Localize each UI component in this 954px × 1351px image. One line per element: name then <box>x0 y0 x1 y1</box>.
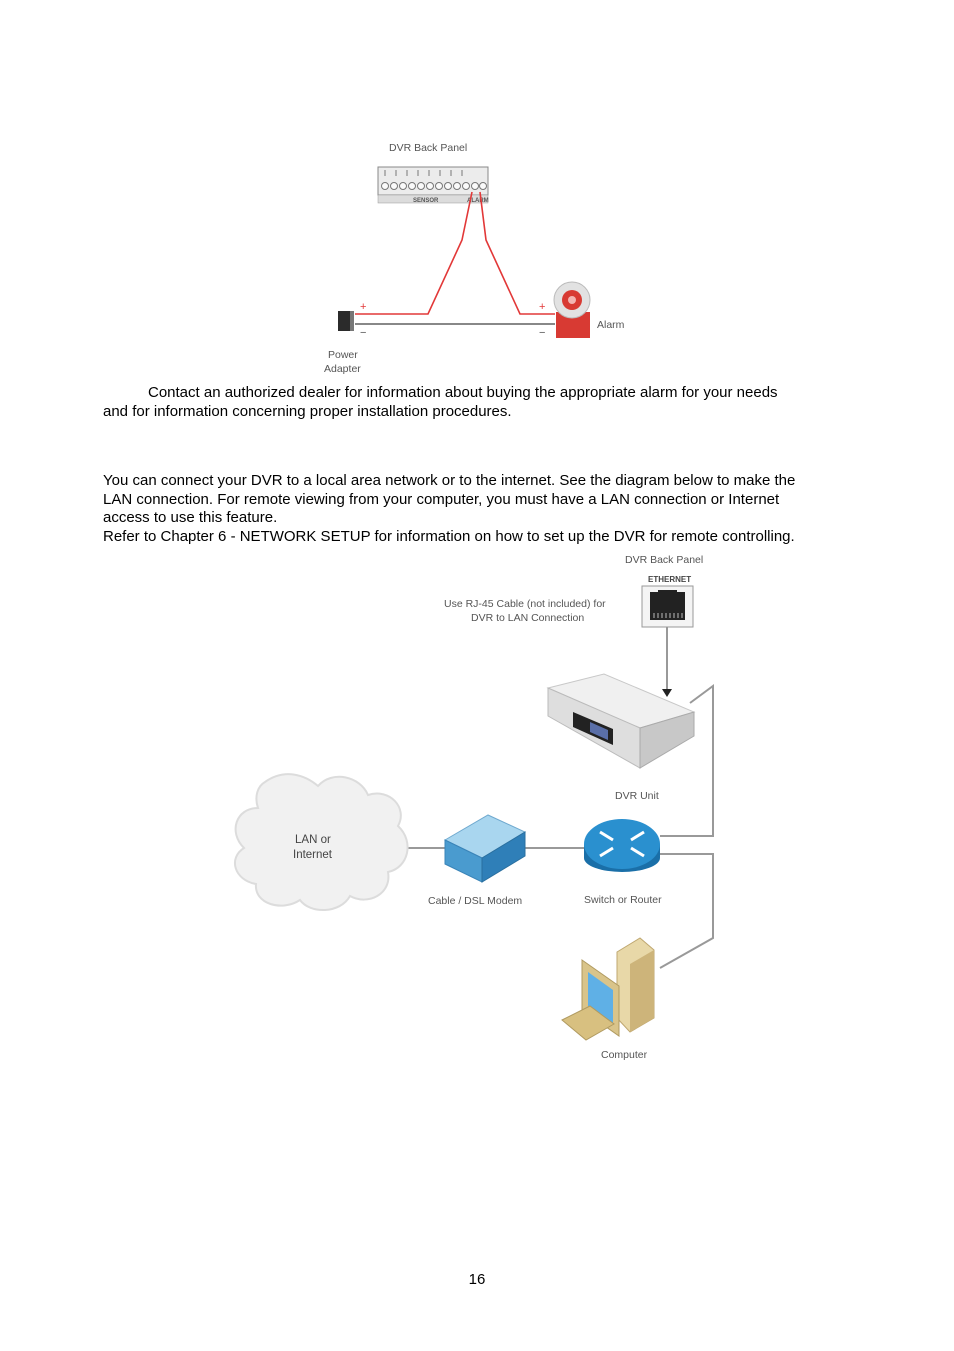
computer-icon <box>561 937 655 1041</box>
cloud-label-line2: Internet <box>293 849 333 861</box>
internet-cloud-icon <box>234 773 409 912</box>
paragraph-line: and for information concerning proper in… <box>103 402 512 420</box>
network-connection-diagram: DVR Back Panel ETHERNET Use RJ-45 Cable … <box>234 554 714 1061</box>
cloud-label-line1: LAN or <box>295 834 331 846</box>
dvr-unit-icon <box>546 673 696 769</box>
power-adapter-icon <box>338 311 354 331</box>
dvr-back-panel-terminal: SENSOR ALARM <box>377 166 489 204</box>
paragraph-line: Refer to Chapter 6 - NETWORK SETUP for i… <box>103 527 795 545</box>
alarm-dealer-paragraph: Contact an authorized dealer for informa… <box>103 384 863 421</box>
alarm-minus-sign: − <box>539 327 545 339</box>
network-back-panel-label: DVR Back Panel <box>625 554 703 566</box>
modem-label: Cable / DSL Modem <box>428 895 522 907</box>
modem-icon <box>443 814 527 883</box>
dvr-unit-label: DVR Unit <box>615 790 659 802</box>
alarm-wiring-diagram: DVR Back Panel SENSOR ALARM + − + − <box>324 142 625 375</box>
paragraph-line: Contact an authorized dealer for informa… <box>148 384 778 401</box>
router-icon <box>584 819 660 872</box>
paragraph-line: access to use this feature. <box>103 509 278 526</box>
power-minus-sign: − <box>360 327 366 339</box>
sensor-port-label: SENSOR <box>413 198 439 204</box>
cable-arrow-icon <box>662 689 672 697</box>
paragraph-line: You can connect your DVR to a local area… <box>103 472 796 489</box>
alarm-plus-sign: + <box>539 301 545 313</box>
alarm-wires <box>355 191 555 315</box>
alarm-port-label: ALARM <box>467 198 489 204</box>
paragraph-line: LAN connection. For remote viewing from … <box>103 490 780 508</box>
alarm-siren-icon <box>553 281 591 338</box>
power-plus-sign: + <box>360 301 366 313</box>
ethernet-label: ETHERNET <box>648 575 691 584</box>
power-adapter-label-line1: Power <box>328 349 358 361</box>
alarm-device-label: Alarm <box>597 319 625 331</box>
lan-connection-paragraph: You can connect your DVR to a local area… <box>103 472 863 546</box>
alarm-back-panel-label: DVR Back Panel <box>389 142 467 154</box>
power-adapter-label-line2: Adapter <box>324 363 361 375</box>
ethernet-port-icon <box>641 585 694 628</box>
computer-label: Computer <box>601 1049 648 1061</box>
network-cables <box>388 627 714 969</box>
page-number: 16 <box>468 1271 486 1288</box>
cable-note-line2: DVR to LAN Connection <box>471 612 584 624</box>
cable-note-line1: Use RJ-45 Cable (not included) for <box>444 598 606 610</box>
router-label: Switch or Router <box>584 894 662 906</box>
